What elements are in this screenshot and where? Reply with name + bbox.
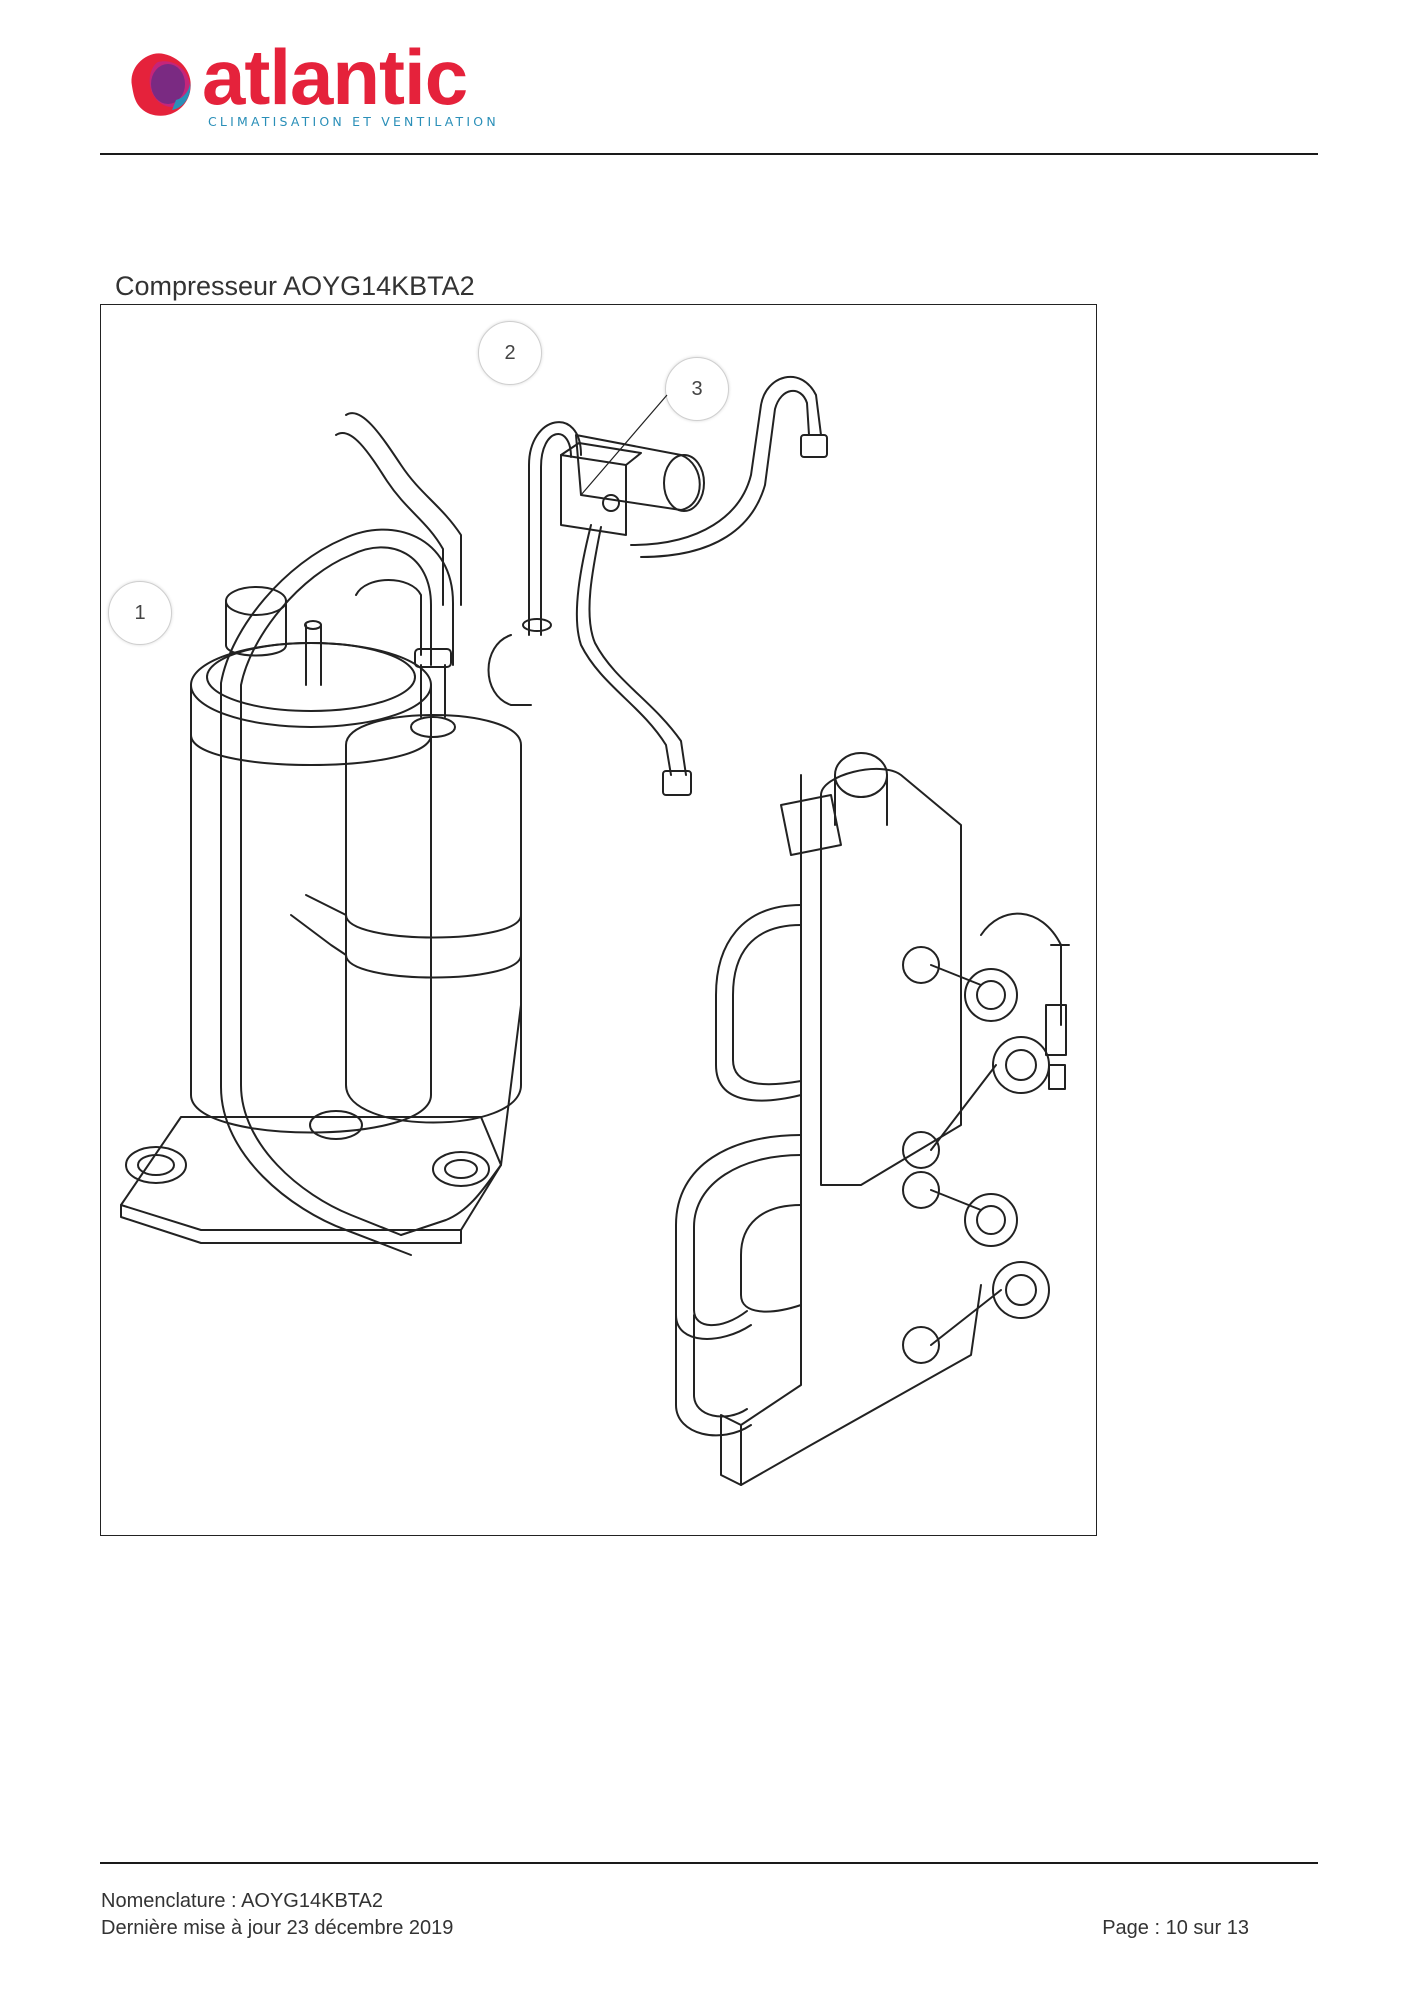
footer-page-number: Page : 10 sur 13: [1102, 1917, 1249, 1939]
footer-updated-date: Dernière mise à jour 23 décembre 2019: [101, 1917, 454, 1939]
footer-divider: [100, 1862, 1318, 1864]
callout-2: 2: [478, 321, 542, 385]
valve-manifold: [675, 752, 1070, 1486]
brand-tagline: CLIMATISATION ET VENTILATION: [208, 114, 499, 129]
valve-bodies: [902, 946, 1050, 1364]
compressor-line-drawing: [120, 376, 1070, 1486]
header-divider: [100, 153, 1318, 155]
brand-wordmark: atlantic: [202, 33, 468, 121]
discharge-valve-assembly: [487, 376, 828, 796]
brand-logo-mark: [131, 53, 191, 116]
callout-1: 1: [108, 581, 172, 645]
footer-nomenclature: Nomenclature : AOYG14KBTA2: [101, 1890, 383, 1912]
brand-logo: atlantic CLIMATISATION ET VENTILATION: [120, 33, 496, 140]
section-title: Compresseur AOYG14KBTA2: [115, 271, 475, 301]
callout-3: 3: [665, 357, 729, 421]
callout-leader-line: [580, 394, 668, 496]
accumulator: [290, 648, 522, 1124]
suction-pipe-loop: [220, 412, 522, 1256]
exploded-view-figure: 1 2 3: [100, 304, 1097, 1536]
compressor-shell: [190, 579, 432, 1134]
